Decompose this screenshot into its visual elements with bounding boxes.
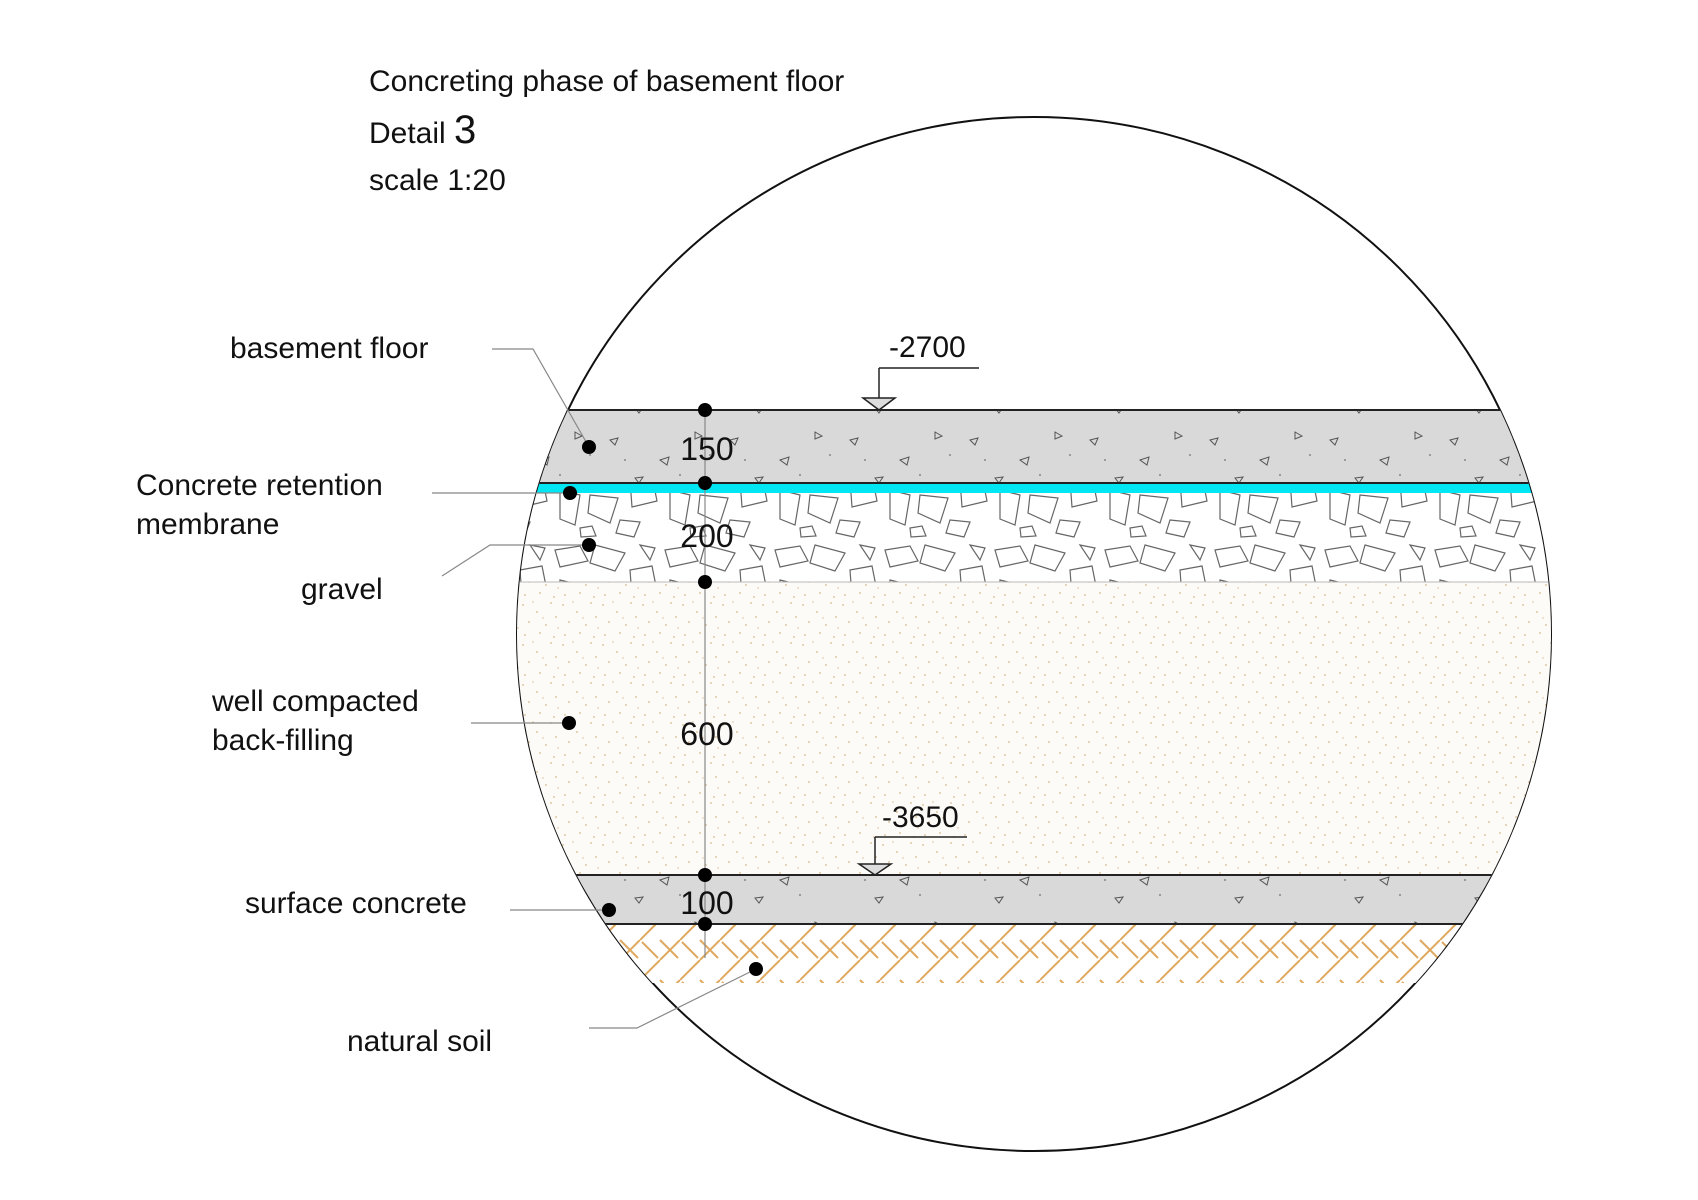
backfill-layer [517,582,1551,875]
dim-600: 600 [680,716,734,752]
surface-concrete-layer [517,875,1551,924]
dimension-dots [698,403,712,931]
label-surface-concrete: surface concrete [245,887,467,920]
membrane-layer [517,483,1551,493]
level-marker-bottom [856,836,967,876]
basement-floor-layer [517,410,1551,483]
label-membrane-1: Concrete retention [136,469,383,502]
label-basement-floor: basement floor [230,332,429,365]
label-natural-soil: natural soil [347,1025,493,1058]
detail-label: Detail 3 [369,110,476,152]
scale-label: scale 1:20 [369,164,506,197]
level-marker-top [860,367,979,411]
label-membrane-2: membrane [136,508,280,541]
gravel-layer [517,493,1551,582]
label-gravel: gravel [301,573,383,606]
level-bottom-value: -3650 [882,801,959,834]
dim-150: 150 [680,431,734,467]
leader-dots [562,440,763,976]
label-backfill-1: well compacted [212,685,419,718]
label-backfill-2: back-filling [212,724,354,757]
drawing-title: Concreting phase of basement floor [369,65,845,98]
detail-number: 3 [454,108,477,152]
natural-soil-layer [600,924,1500,983]
dim-200: 200 [680,518,734,554]
dim-100: 100 [680,885,734,921]
detail-text: Detail [369,117,446,150]
leader-lines [432,348,757,1029]
level-top-value: -2700 [889,331,966,364]
